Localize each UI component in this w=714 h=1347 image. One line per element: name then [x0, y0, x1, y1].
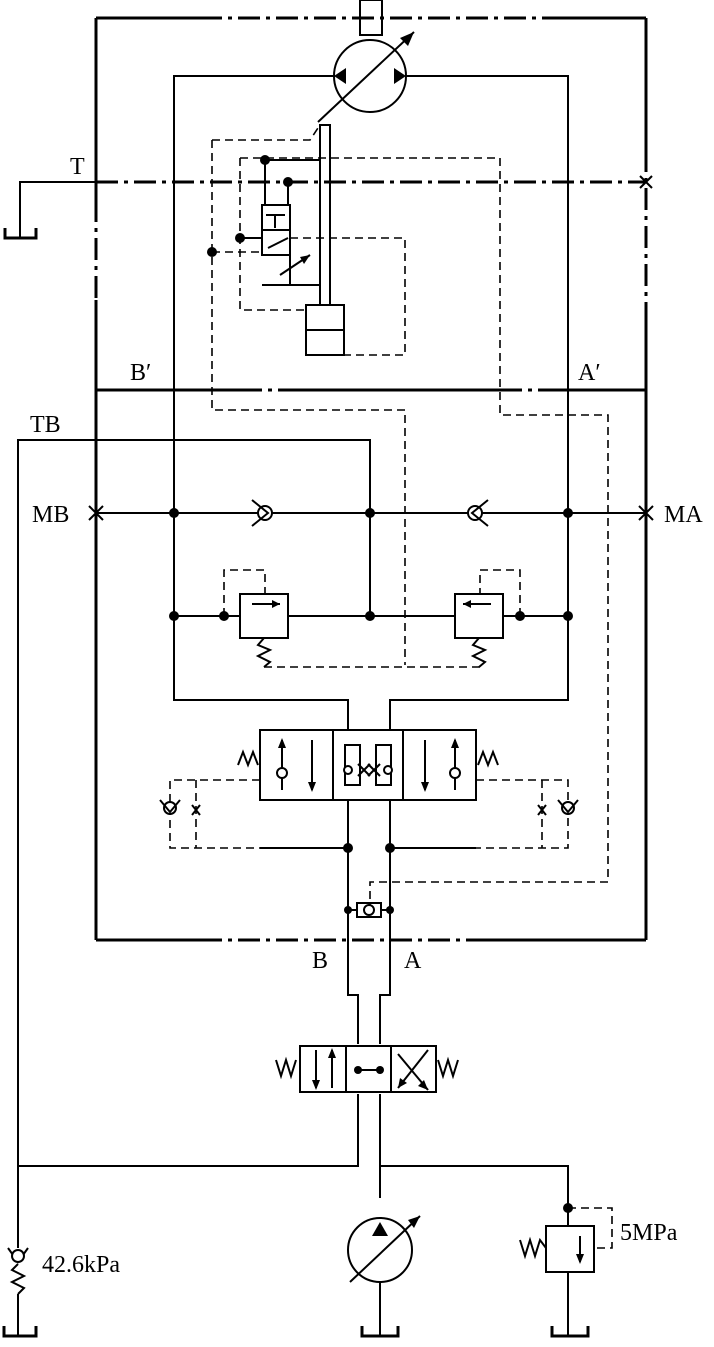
label-a: A	[404, 948, 422, 974]
label-t: T	[70, 154, 85, 180]
variable-pump-symbol	[347, 1215, 421, 1338]
label-b: B	[312, 948, 328, 974]
tank-line-t	[3, 175, 653, 240]
tank-line-tb	[17, 439, 371, 1248]
label-tb: TB	[30, 412, 61, 438]
motor-module-enclosure	[94, 16, 648, 942]
main-supply-lines	[347, 990, 391, 1044]
shuttle-valve	[344, 902, 394, 918]
label-check-pressure: 42.6kPa	[42, 1252, 120, 1278]
label-mb: MB	[32, 502, 69, 528]
label-ma: MA	[664, 502, 703, 528]
back-pressure-check-valve	[2, 1247, 38, 1338]
system-relief-valve	[519, 1203, 613, 1338]
shuttle-control-valve	[159, 729, 579, 853]
directional-control-valve	[18, 1045, 569, 1208]
displacement-control-assembly	[207, 124, 609, 905]
label-relief-pressure: 5MPa	[620, 1220, 678, 1246]
gauge-line-check-valves	[88, 499, 654, 527]
label-b-prime: B′	[130, 360, 151, 386]
cross-port-relief-valves	[169, 569, 573, 668]
label-a-prime: A′	[578, 360, 601, 386]
